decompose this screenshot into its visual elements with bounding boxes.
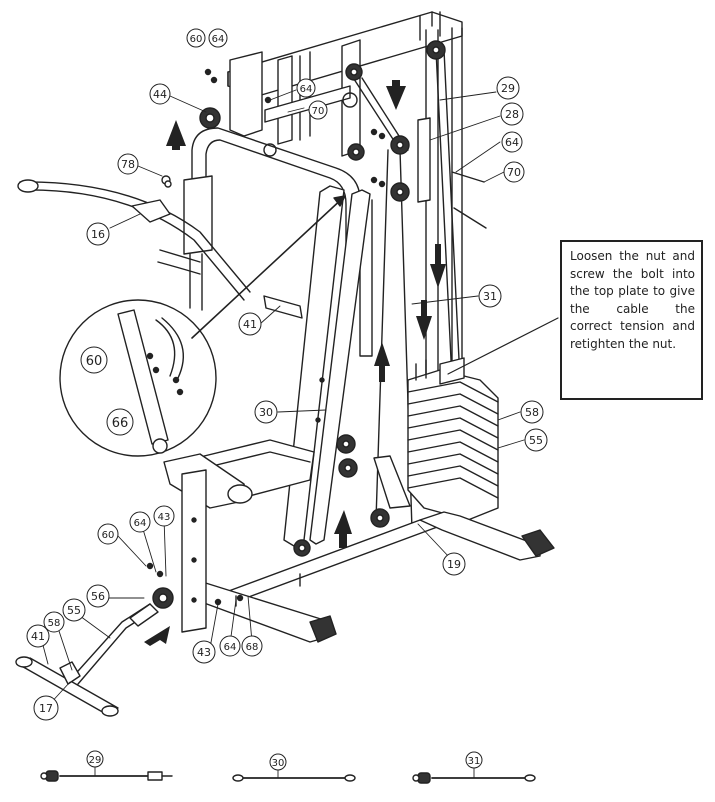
cable-number: 31 — [468, 756, 481, 767]
part-16-circle — [86, 222, 110, 246]
part-number: 64 — [300, 84, 313, 95]
arrow-up-right-icon — [144, 626, 170, 646]
part-number: 66 — [112, 416, 129, 431]
part-number: 78 — [121, 158, 135, 171]
motion-arrows — [144, 80, 446, 646]
seat-assembly — [163, 439, 315, 633]
part-number: 31 — [483, 290, 497, 303]
cable-31: 31 — [412, 751, 536, 784]
part-28-circle — [500, 102, 524, 126]
part-number: 68 — [246, 642, 259, 653]
part-70-circle — [503, 161, 525, 183]
part-17-circle — [33, 695, 59, 721]
part-58-circle — [43, 611, 65, 633]
cable-30: 30 — [232, 753, 356, 782]
leader-lines — [39, 89, 559, 707]
part-number: 58 — [525, 406, 539, 419]
part-number: 29 — [501, 82, 515, 95]
part-number: 60 — [86, 354, 103, 369]
part-43-circle — [192, 640, 216, 664]
part-31-circle — [478, 284, 502, 308]
part-number: 41 — [31, 630, 45, 643]
part-60-circle — [186, 28, 206, 48]
part-number: 43 — [197, 646, 211, 659]
part-number: 43 — [158, 512, 171, 523]
arrow-up-icon — [166, 120, 186, 150]
low-handle-assembly — [15, 603, 159, 717]
part-number: 64 — [224, 642, 237, 653]
part-68-circle — [241, 635, 263, 657]
cable-number: 29 — [89, 755, 102, 766]
part-64-circle — [219, 635, 241, 657]
part-78-circle — [117, 153, 139, 175]
part-64-circle — [296, 78, 316, 98]
detail-magnifier — [59, 195, 346, 457]
part-number: 70 — [312, 106, 325, 117]
part-number: 30 — [259, 406, 273, 419]
part-number: 41 — [243, 318, 257, 331]
part-64-circle — [208, 28, 228, 48]
cable-legend: 29 30 31 — [40, 750, 536, 784]
part-66-circle — [106, 408, 134, 436]
part-44-circle — [149, 83, 171, 105]
part-numbers: 60 64 44 64 70 29 28 64 70 78 16 41 31 6… — [31, 34, 543, 715]
part-41-circle — [238, 312, 262, 336]
base-frame — [195, 455, 555, 643]
part-30-circle — [254, 400, 278, 424]
part-29-circle — [496, 76, 520, 100]
part-number: 19 — [447, 558, 461, 571]
part-number: 17 — [39, 702, 53, 715]
part-number: 58 — [48, 618, 61, 629]
part-56-circle — [86, 584, 110, 608]
part-64-circle — [501, 131, 523, 153]
pulleys — [152, 40, 446, 609]
part-callouts — [26, 28, 548, 721]
part-number: 64 — [505, 136, 519, 149]
part-55-circle — [62, 598, 86, 622]
part-number: 60 — [102, 530, 115, 541]
part-55-circle — [524, 428, 548, 452]
part-41-circle — [26, 624, 50, 648]
part-64-circle — [129, 511, 151, 533]
part-number: 16 — [91, 228, 105, 241]
arrow-up-icon — [374, 342, 390, 382]
part-60-circle — [97, 523, 119, 545]
part-number: 70 — [507, 166, 521, 179]
part-number: 28 — [505, 108, 519, 121]
part-60-circle — [80, 346, 108, 374]
part-19-circle — [442, 552, 466, 576]
press-arm-16 — [17, 175, 303, 319]
part-number: 44 — [153, 88, 167, 101]
part-43-circle — [153, 505, 175, 527]
hardware-bolts — [146, 68, 487, 606]
cable-number: 30 — [272, 758, 285, 769]
arrow-down-icon — [430, 244, 446, 288]
part-number: 56 — [91, 590, 105, 603]
part-number: 64 — [212, 34, 225, 45]
arrow-up-icon — [334, 510, 352, 548]
arrow-down-icon — [416, 300, 432, 340]
part-number: 60 — [190, 34, 203, 45]
part-58-circle — [520, 400, 544, 424]
tension-instruction-note: Loosen the nut and screw the bolt into t… — [560, 240, 703, 400]
part-number: 64 — [134, 518, 147, 529]
weight-stack — [407, 357, 499, 521]
part-70-circle — [308, 100, 328, 120]
cable-29: 29 — [40, 750, 173, 782]
rear-upright — [417, 27, 463, 391]
part-number: 55 — [529, 434, 543, 447]
arrow-down-icon — [386, 80, 406, 110]
press-frame — [183, 127, 373, 357]
part-number: 55 — [67, 604, 81, 617]
